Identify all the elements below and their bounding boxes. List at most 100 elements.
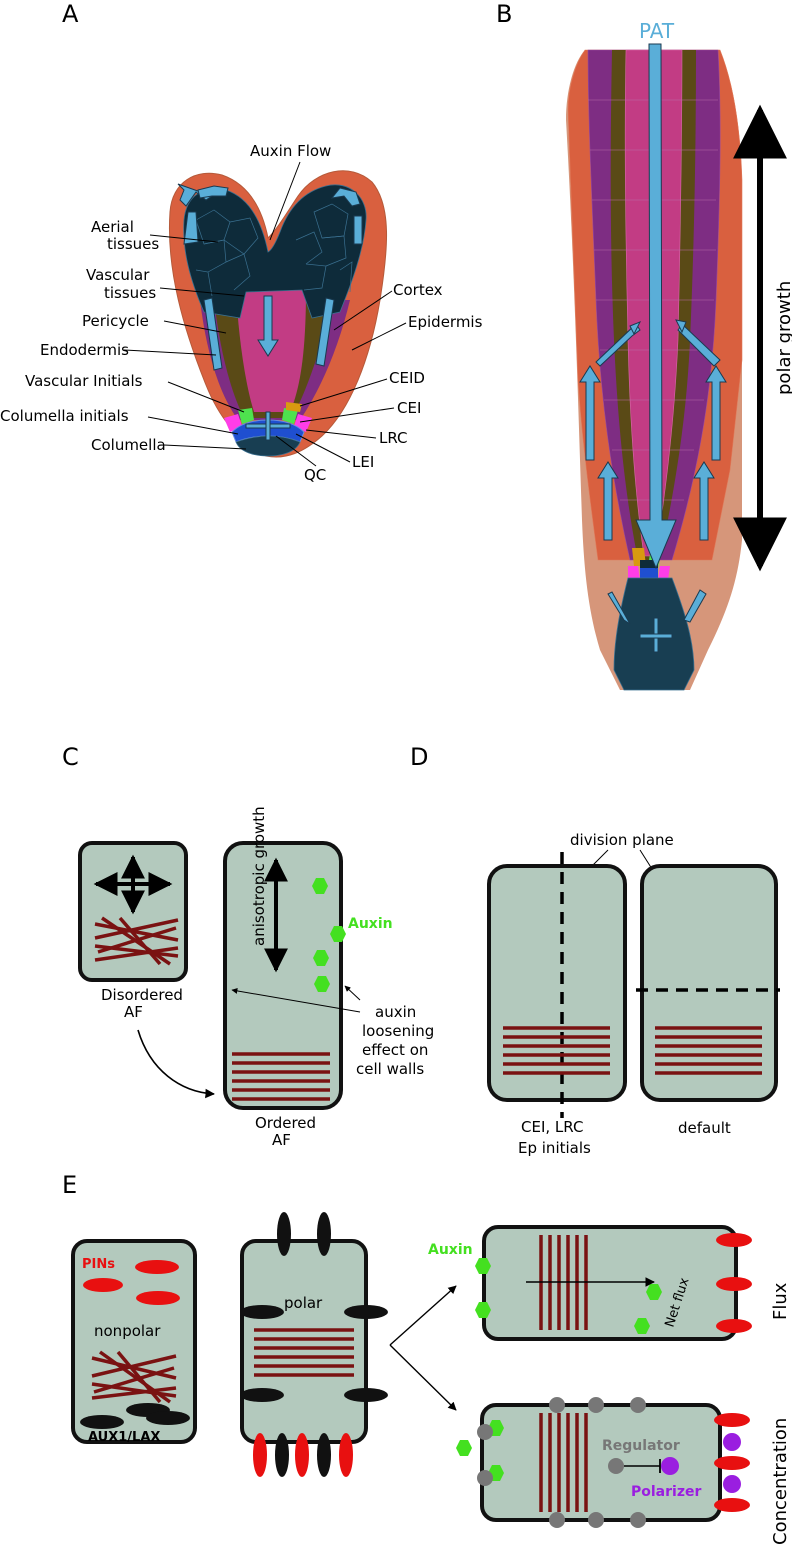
- label-epidermis: Epidermis: [408, 313, 483, 331]
- pat-label: PAT: [639, 19, 675, 43]
- label-auxin-flow: Auxin Flow: [250, 142, 331, 160]
- panel-c: C Disordered AF anisotropic growth Auxin: [62, 743, 434, 1149]
- arrow-to-concentration: [389, 1344, 457, 1411]
- label-ordered-2: AF: [272, 1131, 291, 1149]
- label-nonpolar: nonpolar: [94, 1322, 161, 1340]
- label-regulator: Regulator: [602, 1438, 680, 1454]
- leader-cortex: [333, 290, 393, 331]
- embryo-columella: [235, 435, 301, 457]
- label-disordered-1: Disordered: [101, 986, 183, 1004]
- label-loosening-2: loosening: [362, 1022, 434, 1040]
- label-vascular-1: Vascular: [86, 266, 150, 284]
- label-disordered-2: AF: [124, 1003, 143, 1021]
- label-polar: polar: [284, 1294, 323, 1312]
- leader-cei: [299, 407, 395, 423]
- label-endodermis: Endodermis: [40, 341, 129, 359]
- label-vascular-initials: Vascular Initials: [25, 372, 143, 390]
- panel-d: D division plane CEI, LRC Ep initials de…: [410, 743, 780, 1157]
- label-qc: QC: [304, 466, 326, 484]
- af-cell-default: [655, 1026, 762, 1075]
- root-cei-right: [658, 566, 670, 580]
- leader-pericycle: [163, 320, 227, 334]
- panel-d-letter: D: [410, 743, 428, 771]
- leader-columella-initials: [147, 416, 239, 435]
- curved-transition-arrow: [137, 1029, 215, 1099]
- polar-growth-label: polar growth: [774, 281, 792, 395]
- aux1-polar: [240, 1212, 388, 1477]
- pins-polar: [253, 1433, 353, 1477]
- leader-qc: [275, 435, 317, 467]
- cell-default: [640, 864, 778, 1102]
- isotropic-growth-arrows: [93, 854, 173, 915]
- arrow-to-flux: [389, 1285, 457, 1346]
- ordered-af: [232, 1052, 330, 1101]
- label-cei: CEI: [397, 399, 421, 417]
- leader-columella: [163, 444, 247, 450]
- cell-ordered: [223, 841, 343, 1110]
- panel-a-letter: A: [62, 0, 79, 28]
- embryo-vi-left: [238, 408, 254, 424]
- label-loosening-3: effect on: [362, 1041, 428, 1059]
- leader-vascular: [159, 287, 245, 297]
- label-concentration: Concentration: [770, 1418, 791, 1545]
- leader-ceid: [299, 378, 388, 407]
- embryo-vi-right: [282, 408, 298, 424]
- auxin-molecules-c: [312, 878, 346, 992]
- panel-b: B PAT: [496, 0, 792, 691]
- leader-loosening-wall: [231, 987, 361, 1013]
- label-auxin-c: Auxin: [348, 916, 393, 932]
- pins-flux: [716, 1233, 752, 1333]
- leader-endodermis: [123, 349, 217, 356]
- label-lrc: LRC: [379, 429, 408, 447]
- label-division-plane: division plane: [570, 831, 674, 849]
- label-aerial-2: tissues: [107, 235, 159, 253]
- af-concentration: [539, 1413, 588, 1512]
- panel-c-letter: C: [62, 743, 79, 771]
- auxin-flow-arrows: [177, 183, 363, 441]
- cell-concentration: [480, 1403, 722, 1522]
- polarizer-center: [661, 1457, 679, 1475]
- root-cei-left: [628, 566, 640, 580]
- leader-auxin-flow: [269, 161, 301, 241]
- label-ep-initials: Ep initials: [518, 1139, 591, 1157]
- polarizers-membrane: [723, 1433, 741, 1493]
- disordered-af: [94, 916, 179, 966]
- cell-cei-lrc: [487, 864, 627, 1102]
- label-loosening-4: cell walls: [356, 1060, 424, 1078]
- label-aerial-1: Aerial: [91, 218, 134, 236]
- root-qc: [640, 568, 658, 578]
- leader-vascular-initials: [167, 381, 245, 413]
- label-vascular-2: tissues: [104, 284, 156, 302]
- label-flux: Flux: [770, 1282, 791, 1320]
- cell-polar: [240, 1239, 368, 1444]
- leader-epidermis: [351, 322, 407, 351]
- label-loosening-1: auxin: [375, 1003, 416, 1021]
- label-aux1: AUX1/LAX: [88, 1430, 160, 1445]
- label-ceid: CEID: [389, 369, 425, 387]
- panel-a: A: [0, 0, 483, 484]
- af-cell-cei: [503, 1026, 610, 1075]
- auxin-flux: [475, 1258, 662, 1334]
- label-default: default: [678, 1119, 731, 1137]
- embryo-ceid: [286, 402, 302, 412]
- label-ordered-1: Ordered: [255, 1114, 316, 1132]
- root-side-arrows: [579, 319, 727, 653]
- label-columella-initials: Columella initials: [0, 407, 129, 425]
- aux1-nonpolar: [80, 1403, 190, 1429]
- pins-nonpolar: [83, 1260, 180, 1305]
- label-cortex: Cortex: [393, 281, 443, 299]
- leader-loosening-edge: [344, 985, 361, 1001]
- leader-lrc: [305, 429, 377, 439]
- regulators: [477, 1397, 646, 1528]
- label-columella: Columella: [91, 436, 166, 454]
- pat-arrow: [635, 43, 677, 570]
- label-anisotropic: anisotropic growth: [250, 806, 268, 946]
- cell-flux: [482, 1225, 738, 1341]
- label-polarizer: Polarizer: [631, 1484, 701, 1500]
- af-polar: [254, 1328, 354, 1377]
- label-auxin-e: Auxin: [428, 1242, 473, 1258]
- label-cei-lrc: CEI, LRC: [521, 1118, 583, 1136]
- pins-concentration: [714, 1413, 750, 1512]
- panel-e-letter: E: [62, 1171, 77, 1199]
- leader-lei: [295, 433, 351, 463]
